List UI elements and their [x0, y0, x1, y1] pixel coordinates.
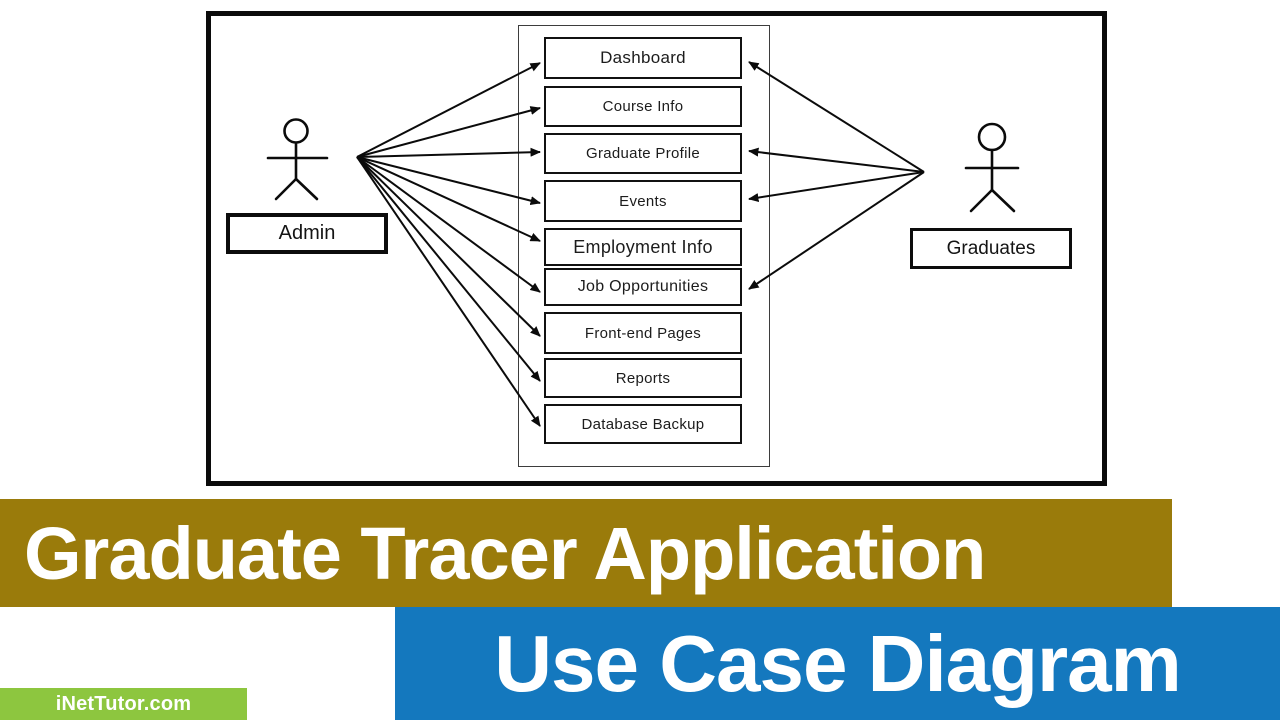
usecase-graduate-profile: Graduate Profile	[544, 133, 742, 174]
admin-actor-icon	[266, 118, 329, 201]
graduates-associations	[748, 61, 925, 290]
graduates-actor-icon	[964, 122, 1020, 213]
usecase-events: Events	[544, 180, 742, 222]
usecase-job-opportunities: Job Opportunities	[544, 268, 742, 306]
diagram-connectors	[266, 61, 1020, 427]
usecase-employment-info: Employment Info	[544, 228, 742, 266]
title-banner-text: Graduate Tracer Application	[24, 511, 986, 595]
subtitle-banner: Use Case Diagram	[395, 607, 1280, 720]
watermark-badge: iNetTutor.com	[0, 688, 247, 720]
subtitle-banner-text: Use Case Diagram	[494, 618, 1182, 708]
watermark-text: iNetTutor.com	[55, 692, 192, 715]
usecase-reports: Reports	[544, 358, 742, 398]
actor-label-admin: Admin	[226, 213, 388, 254]
usecase-dashboard: Dashboard	[544, 37, 742, 79]
usecase-front-end-pages: Front-end Pages	[544, 312, 742, 354]
usecase-database-backup: Database Backup	[544, 404, 742, 444]
actor-label-graduates: Graduates	[910, 228, 1072, 269]
admin-associations	[356, 62, 541, 427]
usecase-course-info: Course Info	[544, 86, 742, 127]
title-banner: Graduate Tracer Application	[0, 499, 1172, 607]
